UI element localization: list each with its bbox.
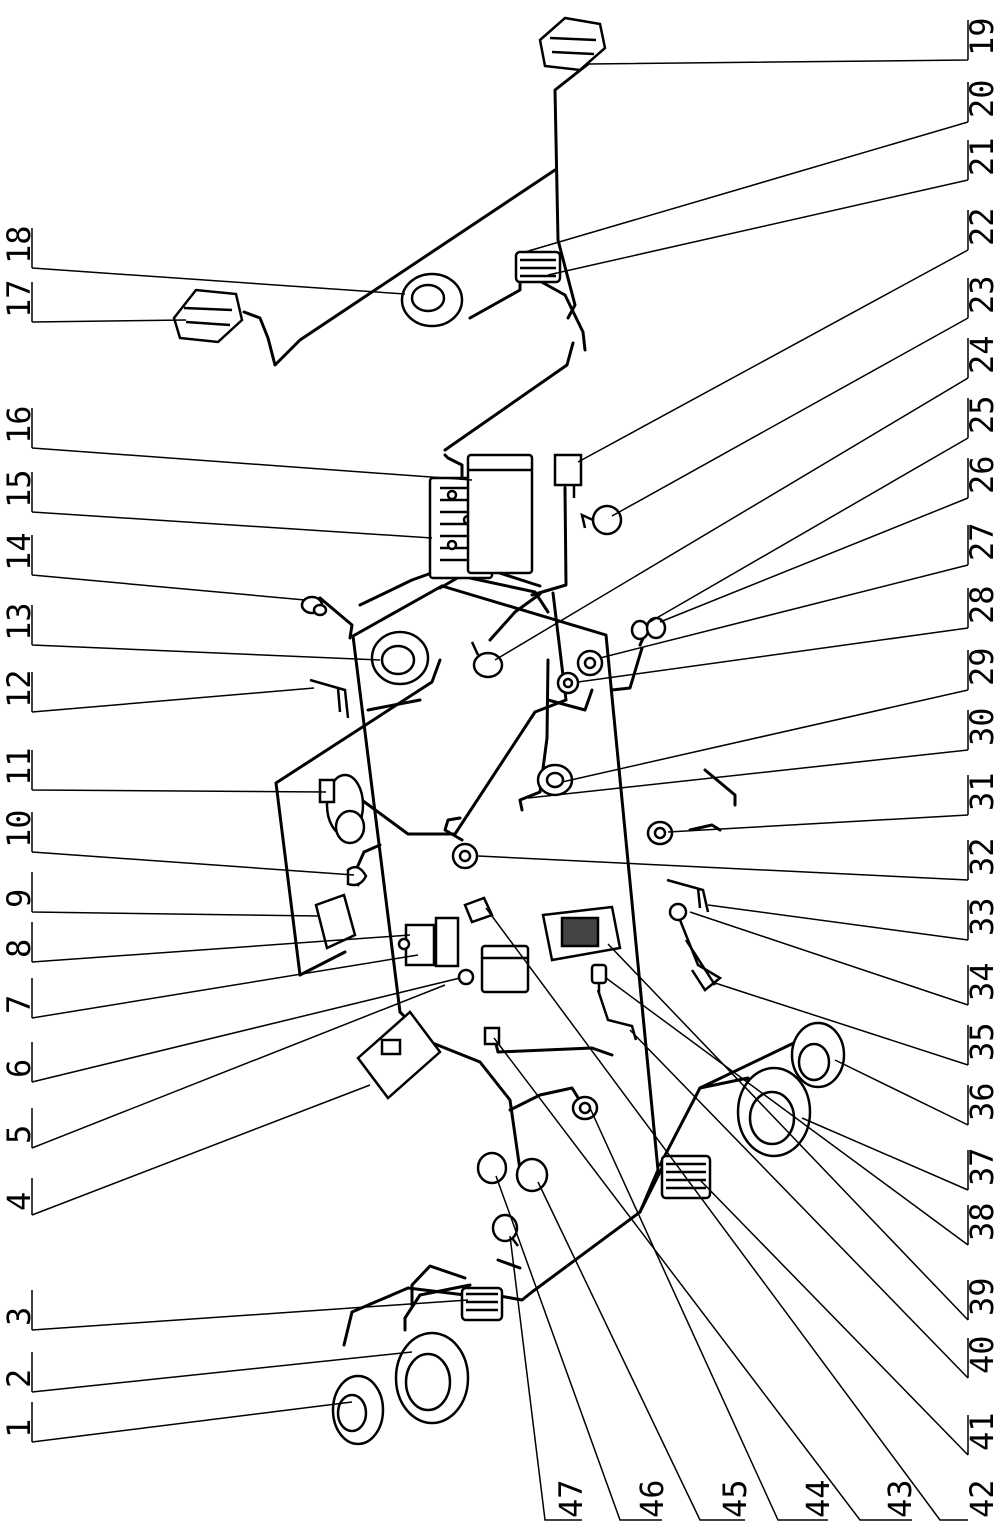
lamp-37 <box>736 1066 812 1158</box>
instrument-panel <box>541 905 622 962</box>
leader-lines <box>31 20 969 1521</box>
bracket-upper <box>309 678 350 719</box>
label-8: 8 <box>0 939 38 958</box>
label-27: 27 <box>963 522 1000 561</box>
sensor-29 <box>556 671 580 695</box>
rear-round-lamp <box>400 272 464 328</box>
lamp-30 <box>536 763 574 797</box>
relay-rear <box>553 453 583 498</box>
label-3: 3 <box>0 1307 38 1326</box>
label-25: 25 <box>963 395 1000 434</box>
label-43: 43 <box>881 1479 919 1518</box>
label-21: 21 <box>963 137 1000 176</box>
label-29: 29 <box>963 647 1000 686</box>
label-44: 44 <box>799 1479 837 1518</box>
label-32: 32 <box>963 837 1000 876</box>
sensor-24 <box>470 641 504 679</box>
switch-block-a <box>434 916 460 968</box>
lamp-44 <box>571 1095 599 1121</box>
motor-unit <box>318 773 366 845</box>
label-36: 36 <box>963 1082 1000 1121</box>
label-40: 40 <box>963 1335 1000 1374</box>
horn-upper <box>370 630 430 686</box>
label-30: 30 <box>963 707 1000 746</box>
label-24: 24 <box>963 335 1000 374</box>
mounted-module <box>314 893 357 950</box>
relay-box <box>356 1010 442 1100</box>
label-5: 5 <box>0 1125 38 1144</box>
label-42: 42 <box>963 1479 1000 1518</box>
label-17: 17 <box>0 279 38 318</box>
fitting-38 <box>590 963 608 993</box>
label-34: 34 <box>963 962 1000 1001</box>
label-39: 39 <box>963 1277 1000 1316</box>
label-20: 20 <box>963 79 1000 118</box>
bracket-40 <box>596 989 638 1041</box>
label-15: 15 <box>0 469 38 508</box>
label-23: 23 <box>963 275 1000 314</box>
label-22: 22 <box>963 207 1000 246</box>
label-1: 1 <box>0 1419 38 1438</box>
label-31: 31 <box>963 772 1000 811</box>
label-16: 16 <box>0 405 38 444</box>
label-10: 10 <box>0 809 38 848</box>
label-33: 33 <box>963 897 1000 936</box>
indicator-small <box>300 595 328 617</box>
switch-block-b <box>397 923 436 967</box>
label-7: 7 <box>0 995 38 1014</box>
label-37: 37 <box>963 1147 1000 1186</box>
label-19: 19 <box>963 17 1000 56</box>
label-14: 14 <box>0 532 38 571</box>
lamp-36 <box>790 1021 846 1089</box>
label-4: 4 <box>0 1192 38 1211</box>
control-unit <box>466 453 534 575</box>
label-35: 35 <box>963 1022 1000 1061</box>
lamp-47 <box>491 1213 519 1247</box>
label-47: 47 <box>552 1479 590 1518</box>
harness-components <box>172 16 846 1446</box>
rear-lamp-right <box>538 16 607 72</box>
bracket-lower <box>666 878 710 913</box>
label-18: 18 <box>0 225 38 264</box>
ring-terminal <box>580 504 623 536</box>
small-sensor <box>457 968 475 986</box>
label-6: 6 <box>0 1059 38 1078</box>
label-12: 12 <box>0 669 38 708</box>
label-2: 2 <box>0 1369 38 1388</box>
lamp-45 <box>515 1157 549 1193</box>
sensor-28 <box>576 649 604 677</box>
plug-26 <box>630 619 650 641</box>
part-labels: 1 2 3 4 5 6 7 8 9 10 11 12 13 14 15 16 1… <box>0 17 1000 1518</box>
lamp-46 <box>476 1151 508 1185</box>
label-45: 45 <box>716 1479 754 1518</box>
horn-assembly <box>668 902 723 992</box>
headlamp-left-large <box>394 1331 470 1425</box>
label-9: 9 <box>0 889 38 908</box>
connector-front-left <box>460 1286 504 1322</box>
sensor-31 <box>646 820 674 846</box>
label-11: 11 <box>0 747 38 786</box>
label-46: 46 <box>633 1479 671 1518</box>
label-38: 38 <box>963 1202 1000 1241</box>
label-28: 28 <box>963 585 1000 624</box>
lamp-32 <box>451 842 479 870</box>
label-41: 41 <box>963 1412 1000 1451</box>
connector-rear <box>514 250 562 284</box>
label-26: 26 <box>963 455 1000 494</box>
battery-unit <box>480 944 530 994</box>
label-13: 13 <box>0 602 38 641</box>
headlamp-left-small <box>331 1374 385 1446</box>
horn-small-upper <box>346 865 368 887</box>
rear-lamp-left <box>172 288 244 344</box>
